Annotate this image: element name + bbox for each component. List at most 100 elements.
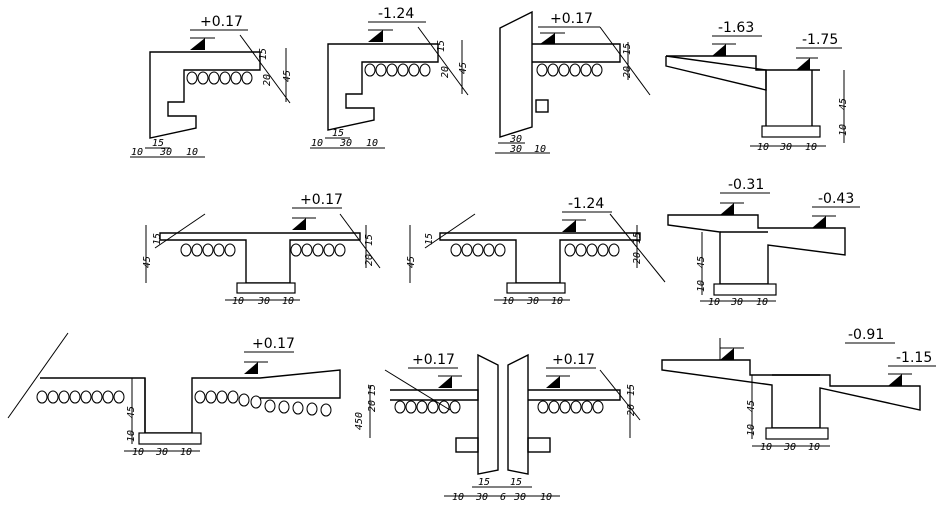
svg-text:10: 10 — [808, 442, 820, 453]
level-label: -0.43 — [818, 191, 854, 207]
level-mark: -1.24 — [562, 196, 612, 232]
svg-text:45: 45 — [406, 256, 417, 268]
level-label: -0.91 — [848, 327, 884, 343]
level-label: -1.24 — [568, 196, 604, 212]
level-mark: +0.17 — [538, 11, 600, 44]
svg-text:10: 10 — [540, 492, 552, 503]
svg-text:10: 10 — [756, 297, 768, 308]
detail-7: -0.31 -0.43 45 10 10 30 10 — [667, 177, 860, 308]
level-mark: -1.24 — [368, 6, 426, 42]
level-mark: -0.31 — [720, 177, 770, 215]
level-mark: +0.17 — [190, 14, 248, 50]
svg-text:15: 15 — [152, 233, 163, 245]
svg-text:20: 20 — [367, 400, 378, 412]
detail-2: -1.24 15 20 45 15 10 30 10 — [310, 6, 469, 149]
svg-text:30: 30 — [509, 144, 522, 155]
svg-text:10: 10 — [757, 142, 769, 153]
svg-text:10: 10 — [805, 142, 817, 153]
svg-text:10: 10 — [186, 147, 198, 158]
detail-9: +0.17 +0.17 15 20 450 15 20 15 15 10 30 — [354, 352, 641, 503]
svg-text:15: 15 — [622, 43, 633, 55]
svg-text:20: 20 — [626, 404, 637, 416]
svg-text:10: 10 — [131, 147, 143, 158]
level-label: +0.17 — [300, 192, 343, 208]
svg-text:10: 10 — [132, 447, 144, 458]
level-label: +0.17 — [252, 336, 295, 352]
gravel-layer — [450, 243, 620, 257]
svg-text:15: 15 — [510, 477, 522, 488]
detail-10: -0.91 -1.15 45 10 10 30 10 — [661, 327, 936, 453]
level-label: -1.24 — [378, 6, 414, 22]
svg-text:10: 10 — [452, 492, 464, 503]
svg-text:15: 15 — [632, 232, 643, 244]
svg-text:10: 10 — [746, 424, 757, 436]
detail-6: -1.24 15 45 15 20 10 30 10 — [406, 196, 666, 307]
gravel-layer — [364, 63, 431, 77]
svg-text:10: 10 — [282, 296, 294, 307]
gravel-layer — [180, 243, 346, 257]
svg-text:30: 30 — [513, 492, 526, 503]
svg-text:15: 15 — [332, 128, 344, 139]
level-mark: +0.17 — [244, 336, 295, 374]
svg-text:45: 45 — [746, 400, 757, 412]
level-mark: -0.43 — [812, 191, 860, 228]
svg-text:30: 30 — [257, 296, 270, 307]
svg-text:30: 30 — [526, 296, 539, 307]
svg-text:10: 10 — [311, 138, 323, 149]
svg-text:10: 10 — [534, 144, 546, 155]
svg-text:10: 10 — [838, 124, 849, 136]
detail-1: +0.17 15 20 45 15 10 30 10 — [130, 14, 293, 158]
level-label: -0.31 — [728, 177, 764, 193]
level-mark — [719, 338, 744, 360]
level-mark: -1.15 — [888, 350, 936, 386]
svg-text:30: 30 — [475, 492, 488, 503]
svg-text:10: 10 — [760, 442, 772, 453]
svg-text:10: 10 — [696, 280, 707, 292]
svg-text:20: 20 — [262, 74, 273, 86]
level-mark: +0.17 — [546, 352, 596, 388]
gravel-layer — [186, 71, 253, 85]
svg-text:10: 10 — [551, 296, 563, 307]
level-mark: -0.91 — [845, 327, 895, 344]
svg-text:30: 30 — [779, 142, 792, 153]
svg-text:45: 45 — [142, 256, 153, 268]
svg-text:15: 15 — [367, 384, 378, 396]
level-mark: +0.17 — [408, 352, 462, 388]
level-mark: -1.63 — [712, 20, 762, 56]
svg-text:20: 20 — [440, 66, 451, 78]
svg-text:10: 10 — [502, 296, 514, 307]
svg-text:20: 20 — [622, 66, 633, 78]
svg-text:30: 30 — [509, 134, 522, 145]
svg-text:30: 30 — [339, 138, 352, 149]
svg-text:6: 6 — [500, 492, 506, 503]
level-label: +0.17 — [200, 14, 243, 30]
svg-text:30: 30 — [730, 297, 743, 308]
svg-text:15: 15 — [424, 233, 435, 245]
svg-text:15: 15 — [152, 138, 164, 149]
gravel-layer — [536, 63, 603, 77]
svg-text:20: 20 — [632, 252, 643, 264]
detail-5: +0.17 15 45 15 20 10 30 10 — [142, 192, 381, 307]
svg-text:30: 30 — [155, 447, 168, 458]
svg-text:15: 15 — [436, 40, 447, 52]
level-label: +0.17 — [552, 352, 595, 368]
svg-text:20: 20 — [364, 254, 375, 266]
svg-text:15: 15 — [478, 477, 490, 488]
svg-text:10: 10 — [126, 430, 137, 442]
svg-text:10: 10 — [180, 447, 192, 458]
gravel-layer — [36, 390, 332, 417]
level-mark: -1.75 — [796, 32, 842, 70]
svg-text:30: 30 — [159, 147, 172, 158]
svg-text:10: 10 — [232, 296, 244, 307]
detail-8: +0.17 45 10 10 30 10 — [7, 332, 341, 458]
svg-text:45: 45 — [458, 62, 469, 74]
detail-3: +0.17 15 20 30 30 10 — [495, 10, 651, 155]
svg-text:450: 450 — [354, 412, 365, 430]
detail-4: -1.63 -1.75 45 10 10 30 10 — [665, 20, 849, 153]
level-label: +0.17 — [412, 352, 455, 368]
svg-text:45: 45 — [282, 70, 293, 82]
svg-text:10: 10 — [366, 138, 378, 149]
svg-text:10: 10 — [708, 297, 720, 308]
level-label: +0.17 — [550, 11, 593, 27]
